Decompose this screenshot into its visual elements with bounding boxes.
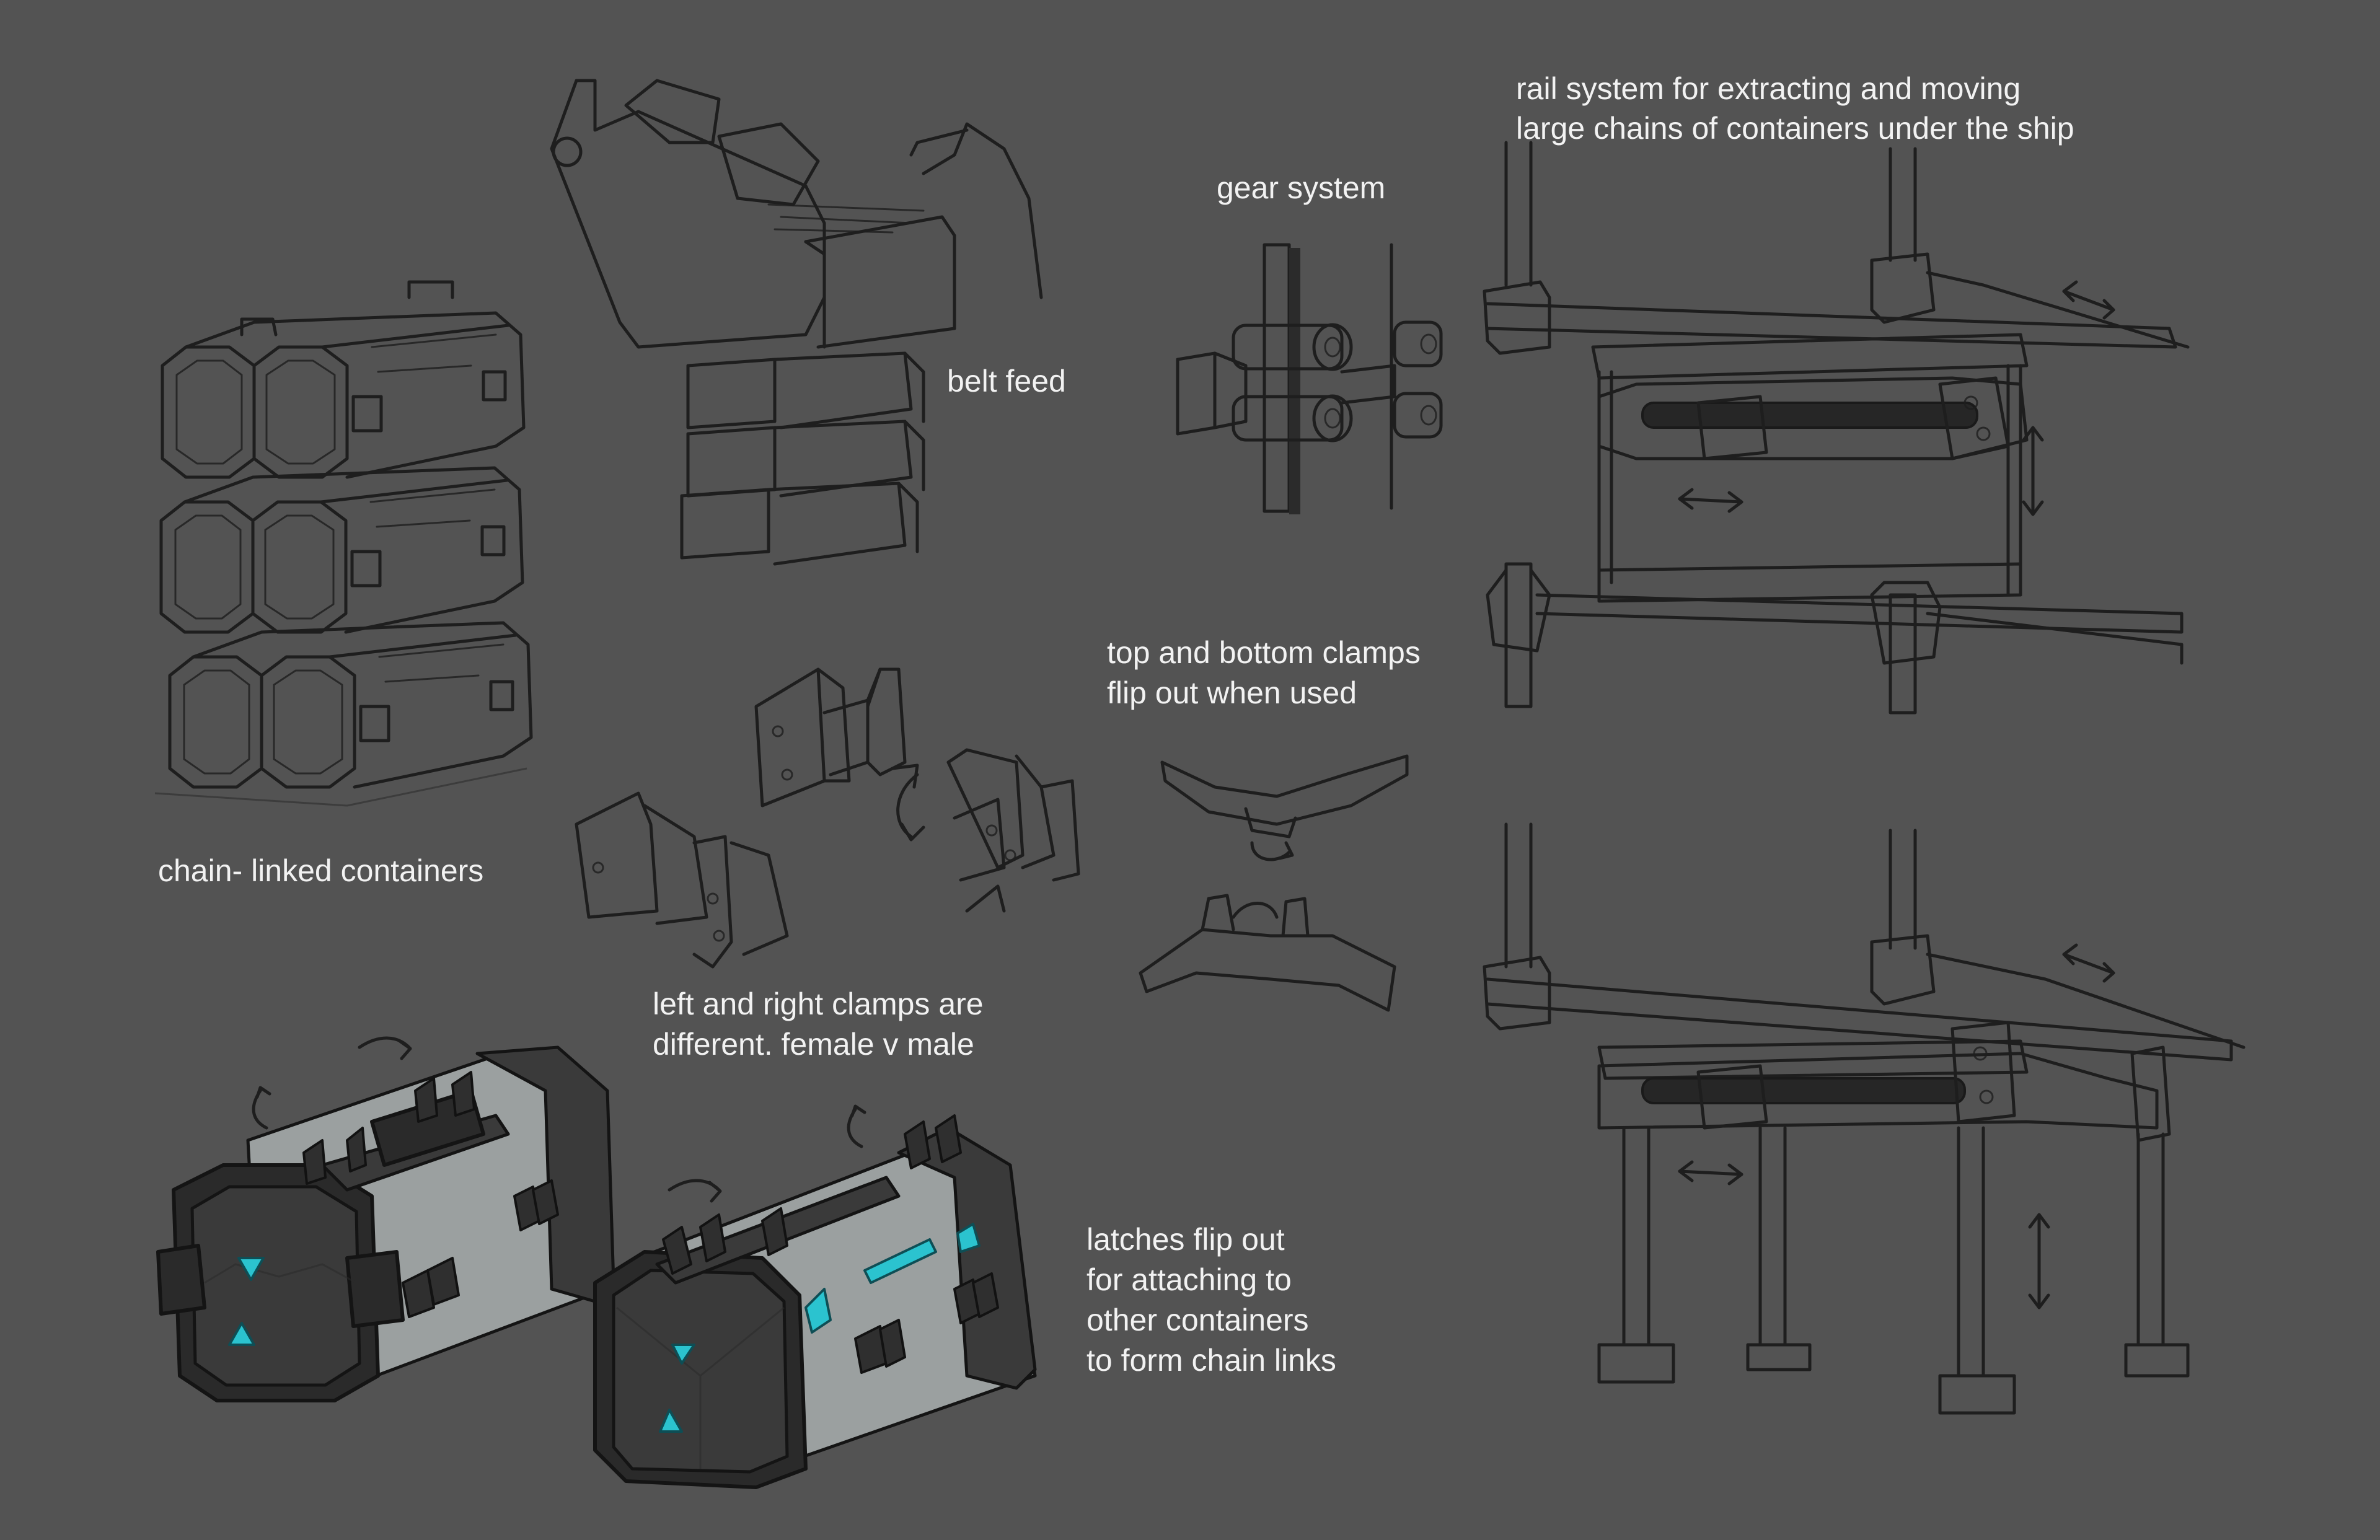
label-latches-line3: other containers — [1086, 1303, 1309, 1337]
label-chain-linked-containers: chain- linked containers — [158, 853, 483, 888]
label-latches-line4: to form chain links — [1086, 1343, 1336, 1378]
rail-system-bottom-sketch — [1483, 822, 2246, 1415]
label-lr-clamps-line1: left and right clamps are — [653, 987, 984, 1021]
rendered-container-left — [156, 1036, 615, 1402]
tb-clamps-sketch — [1139, 754, 1409, 1012]
chain-linked-containers-sketch — [154, 280, 533, 807]
label-rail-system-line2: large chains of containers under the shi… — [1516, 111, 2074, 146]
rail-system-top-sketch — [1483, 141, 2190, 715]
label-latches-line1: latches flip out — [1086, 1222, 1285, 1257]
label-rail-system-line1: rail system for extracting and moving — [1516, 71, 2021, 106]
label-latches-line2: for attaching to — [1086, 1262, 1292, 1297]
label-clamps-line2: flip out when used — [1107, 675, 1357, 710]
belt-feed-sketch — [550, 79, 1043, 566]
lr-clamps-sketch — [575, 667, 1080, 969]
label-gear-system: gear system — [1217, 170, 1385, 205]
rendered-container-right — [593, 1104, 1037, 1489]
label-clamps-line1: top and bottom clamps — [1107, 635, 1421, 670]
label-belt-feed: belt feed — [947, 364, 1066, 398]
gear-system-sketch — [1176, 243, 1443, 514]
label-lr-clamps-line2: different. female v male — [653, 1027, 974, 1062]
annotation-labels: chain- linked containers belt feed gear … — [158, 71, 2074, 1378]
